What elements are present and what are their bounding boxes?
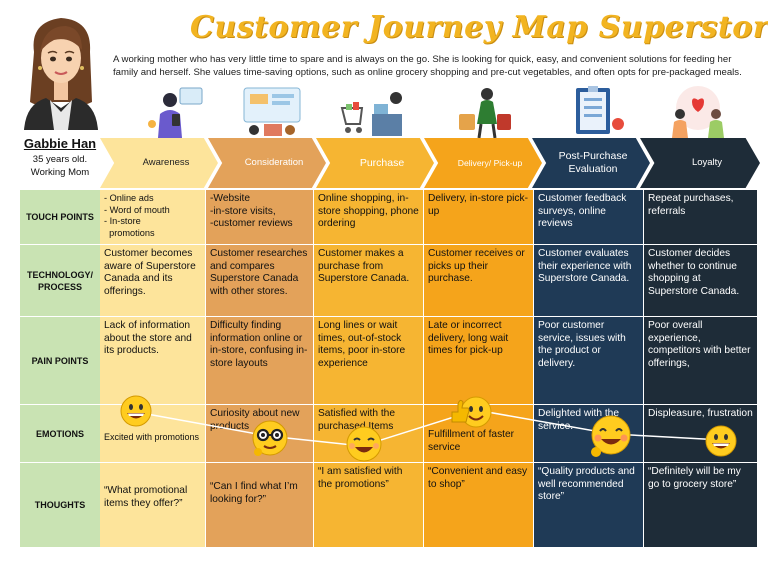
cell-touch-purchase: Online shopping, in-store shopping, phon…: [314, 190, 424, 245]
row-label-touch-points: TOUCH POINTS: [20, 190, 100, 245]
cell-touch-awareness: - Online ads - Word of mouth - In-store …: [100, 190, 206, 245]
stage-purchase: Purchase: [316, 138, 434, 188]
row-label-technology-process: TECHNOLOGY/ PROCESS: [20, 245, 100, 317]
grinning-squint-face-icon: [704, 424, 738, 458]
nerd-face-icon: [250, 418, 290, 458]
stage-awareness: Awareness: [100, 138, 218, 188]
cell-thought-awareness: “What promotional items they offer?”: [100, 463, 206, 548]
persona-avatar: [20, 12, 102, 130]
stage-loyalty: Loyalty: [640, 138, 760, 188]
row-label-thoughts: THOUGHTS: [20, 463, 100, 548]
delivery-illustration: [453, 84, 521, 138]
cell-tech-awareness: Customer becomes aware of Superstore Can…: [100, 245, 206, 317]
stage-delivery: Delivery/ Pick-up: [424, 138, 542, 188]
list-item: - In-store: [104, 216, 141, 226]
stage-post-purchase: Post-Purchase Evaluation: [532, 138, 650, 188]
cell-thought-post: “Quality products and well recommended s…: [534, 463, 644, 548]
cell-touch-consideration: -Website -in-store visits, -customer rev…: [206, 190, 314, 245]
persona-role: Working Mom: [30, 167, 90, 178]
cell-thought-loyalty: “Definitely will be my go to grocery sto…: [644, 463, 758, 548]
cell-tech-purchase: Customer makes a purchase from Superstor…: [314, 245, 424, 317]
blushing-face-icon: [588, 412, 634, 458]
cell-thought-delivery: “Convenient and easy to shop”: [424, 463, 534, 548]
persona-description: A working mother who has very little tim…: [113, 54, 742, 78]
emotion-text: Excited with promotions: [104, 432, 200, 442]
cell-pain-awareness: Lack of information about the store and …: [100, 317, 206, 405]
loyalty-illustration: [664, 84, 732, 138]
row-label-emotions: EMOTIONS: [20, 405, 100, 463]
cell-pain-post: Poor customer service, issues with the p…: [534, 317, 644, 405]
cell-touch-loyalty: Repeat purchases, referrals: [644, 190, 758, 245]
grinning-face-icon: [119, 394, 153, 428]
cell-pain-delivery: Late or incorrect delivery, long wait ti…: [424, 317, 534, 405]
row-label-pain-points: PAIN POINTS: [20, 317, 100, 405]
cell-thought-consideration: “Can I find what I’m looking for?”: [206, 463, 314, 548]
stage-consideration: Consideration: [208, 138, 326, 188]
consideration-illustration: [240, 84, 308, 138]
persona-name: Gabbie Han: [23, 136, 97, 151]
cell-touch-delivery: Delivery, in-store pick-up: [424, 190, 534, 245]
smiling-face-icon: [344, 424, 384, 464]
persona-age: 35 years old.: [32, 154, 88, 165]
awareness-illustration: [140, 84, 208, 138]
list-item: - Online ads: [104, 193, 154, 203]
cell-pain-purchase: Long lines or wait times, out-of-stock i…: [314, 317, 424, 405]
cell-tech-delivery: Customer receives or picks up their purc…: [424, 245, 534, 317]
list-item: promotions: [104, 227, 155, 238]
purchase-illustration: [338, 84, 406, 138]
cell-thought-purchase: “I am satisfied with the promotions”: [314, 463, 424, 548]
cell-pain-consideration: Difficulty finding information online or…: [206, 317, 314, 405]
thumbs-up-face-icon: [450, 392, 494, 432]
cell-tech-post: Customer evaluates their experience with…: [534, 245, 644, 317]
post-purchase-illustration: [562, 84, 630, 138]
cell-pain-loyalty: Poor overall experience, competitors wit…: [644, 317, 758, 405]
cell-emotion-post: Delighted with the service.: [534, 405, 644, 463]
cell-tech-loyalty: Customer decides whether to continue sho…: [644, 245, 758, 317]
cell-tech-consideration: Customer researches and compares Superst…: [206, 245, 314, 317]
cell-emotion-loyalty: Displeasure, frustration: [644, 405, 758, 463]
cell-touch-post: Customer feedback surveys, online review…: [534, 190, 644, 245]
list-item: - Word of mouth: [104, 204, 170, 215]
